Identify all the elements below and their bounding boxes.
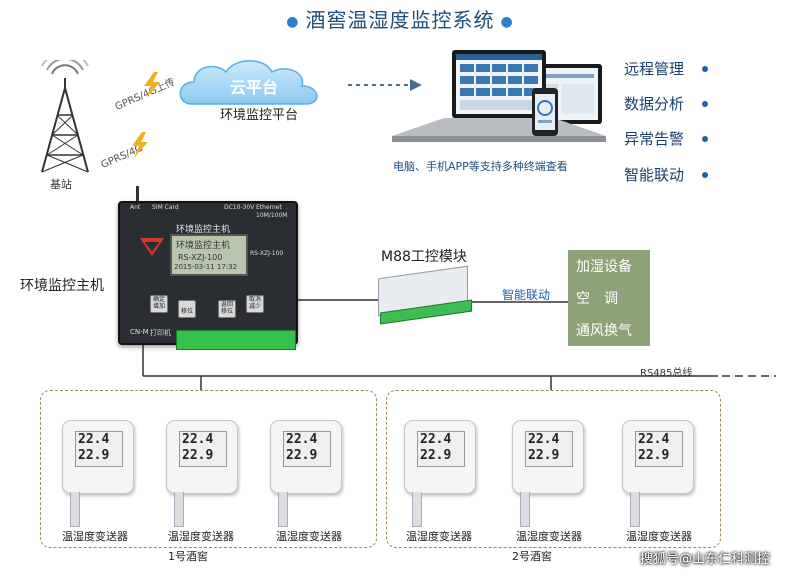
host-button-back[interactable]: 返回移位: [218, 300, 236, 318]
tower-label: 基站: [50, 178, 72, 191]
diagram-title: ●酒窖温湿度监控系统●: [286, 8, 514, 32]
sensor-device: 22.4 22.9: [622, 420, 694, 494]
sensor-probe: [412, 492, 422, 527]
lcd-line-datetime: 2015-03-11 17:32: [174, 263, 238, 271]
host-button-shift[interactable]: 移位: [178, 300, 196, 318]
tower-icon: [41, 60, 89, 173]
cloud-icon: [179, 60, 318, 105]
lcd-line-title: 环境监控主机: [176, 241, 231, 251]
feature-bullet: [702, 101, 708, 107]
bus-label: RS485总线: [640, 368, 693, 379]
sensor-lcd: 22.4 22.9: [525, 431, 573, 467]
arrow-icon: [348, 79, 422, 91]
cloud-title: 云平台: [229, 78, 278, 97]
feature-bullet: [702, 136, 708, 142]
feature-alarm: 异常告警: [624, 130, 685, 148]
host-panel-title: 环境监控主机: [176, 225, 231, 235]
sensor-lcd: 22.4 22.9: [417, 431, 465, 467]
sensor-device: 22.4 22.9: [62, 420, 134, 494]
linkage-label: 智能联动: [502, 288, 551, 302]
sensor-probe: [630, 492, 640, 527]
equipment-aircon: 空 调: [576, 291, 618, 307]
sensor-lcd: 22.4 22.9: [283, 431, 331, 467]
sensor-device: 22.4 22.9: [166, 420, 238, 494]
sensor-label: 温湿度变送器: [626, 530, 692, 543]
cellar-group-2: [386, 390, 721, 548]
host-button-confirm[interactable]: 确定增加: [150, 295, 168, 313]
m88-title: M88工控模块: [381, 249, 467, 265]
sensor-label: 温湿度变送器: [516, 530, 582, 543]
sensor-lcd: 22.4 22.9: [75, 431, 123, 467]
brand-logo-icon: [140, 238, 164, 256]
equipment-ventilation: 通风换气: [576, 323, 632, 339]
host-model-label: RS-XZJ-100: [250, 250, 284, 257]
sensor-label: 温湿度变送器: [62, 530, 128, 543]
sensor-probe: [520, 492, 530, 527]
host-speed-label: 10M/100M: [256, 212, 288, 219]
feature-analysis: 数据分析: [624, 95, 685, 113]
sensor-device: 22.4 22.9: [404, 420, 476, 494]
host-cn-label: CN-M: [130, 328, 149, 336]
host-terminal-block: [176, 330, 296, 350]
cellar-name-2: 2号酒窖: [512, 550, 552, 563]
feature-bullet: [702, 66, 708, 72]
devices-illustration: [392, 50, 606, 142]
title-bullet-left: ●: [286, 13, 300, 30]
feature-bullet: [702, 172, 708, 178]
cellar-group-1: [40, 390, 377, 548]
sensor-lcd: 22.4 22.9: [635, 431, 683, 467]
host-ant-label: Ant: [130, 204, 141, 211]
feature-remote: 远程管理: [624, 60, 685, 78]
lightning-icon: [132, 132, 148, 158]
host-power-label: DC10-30V: [224, 204, 255, 211]
sensor-label: 温湿度变送器: [168, 530, 234, 543]
title-bullet-right: ●: [500, 13, 514, 30]
equipment-humidifier: 加湿设备: [576, 259, 632, 275]
host-eth-label: Ethernet: [256, 204, 282, 211]
feature-linkage: 智能联动: [624, 166, 685, 184]
equipment-box: [568, 250, 650, 346]
host-label: 环境监控主机: [20, 278, 104, 294]
sensor-lcd: 22.4 22.9: [179, 431, 227, 467]
host-sim-label: SIM Card: [152, 204, 179, 211]
sensor-device: 22.4 22.9: [512, 420, 584, 494]
sensor-probe: [278, 492, 288, 527]
sensor-device: 22.4 22.9: [270, 420, 342, 494]
lightning-icon: [144, 72, 160, 98]
watermark: 搜狐号@山东仁科测控: [640, 552, 771, 567]
devices-caption: 电脑、手机APP等支持多种终端查看: [393, 160, 568, 173]
host-printer-label: 打印机: [150, 329, 171, 337]
cellar-name-1: 1号酒窖: [168, 550, 208, 563]
sensor-label: 温湿度变送器: [406, 530, 472, 543]
host-lcd: 环境监控主机 RS-XZJ-100 2015-03-11 17:32: [170, 234, 248, 276]
sensor-probe: [70, 492, 80, 527]
lcd-line-model: RS-XZJ-100: [178, 253, 223, 262]
sensor-probe: [174, 492, 184, 527]
host-button-cancel[interactable]: 取消减少: [246, 295, 264, 313]
antenna: [136, 186, 139, 204]
cloud-subtitle: 环境监控平台: [219, 108, 298, 123]
sensor-label: 温湿度变送器: [276, 530, 342, 543]
